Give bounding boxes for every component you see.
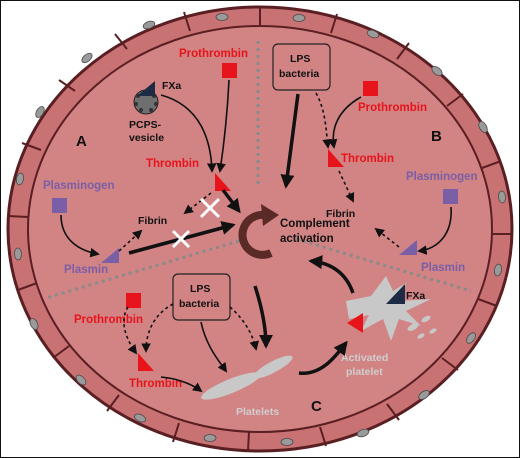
- panel-c-lps-line1: LPS: [190, 283, 210, 295]
- panel-c-activated-line1: Activated: [341, 352, 388, 364]
- panel-a-fxa-icon: [137, 81, 155, 96]
- panel-a-plasminogen-icon: [52, 198, 67, 213]
- panel-a-fxa-label: FXa: [162, 80, 181, 92]
- panel-a-vesicle-line1: PCPS-: [129, 119, 162, 131]
- panel-c-thrombin-icon: [138, 353, 154, 371]
- panel-c-lps-line2: bacteria: [179, 298, 219, 310]
- panel-b-lps-box: LPS bacteria: [272, 43, 331, 91]
- panel-c-prothrombin-label: Prothrombin: [74, 314, 143, 326]
- endothelial-cell-borders: [7, 7, 512, 452]
- panel-b-thrombin-label: Thrombin: [341, 153, 394, 165]
- panel-a-vesicle-icon: [133, 81, 159, 115]
- panel-b-fibrin-label: Fibrin: [326, 208, 355, 220]
- panel-b-letter: B: [431, 128, 442, 145]
- center-line1: Complement: [280, 218, 350, 230]
- panel-c-activated-line2: platelet: [346, 366, 383, 378]
- panel-b-plasmin-label: Plasmin: [421, 262, 465, 274]
- panel-c-prothrombin-icon: [126, 293, 141, 308]
- panel-dividers: [45, 41, 472, 300]
- panel-b-plasminogen-icon: [443, 189, 458, 204]
- panel-b-plasminogen-label: Plasminogen: [406, 171, 478, 183]
- panel-a-letter: A: [76, 133, 87, 150]
- panel-a-plasmin-icon: [101, 248, 119, 263]
- panel-b-prothrombin-icon: [363, 81, 378, 96]
- panel-a-prothrombin-icon: [222, 63, 237, 78]
- white-x-icon: [171, 197, 221, 249]
- panel-c-platelets-icon: [201, 355, 293, 400]
- panel-b-lps-line2: bacteria: [279, 68, 319, 80]
- panel-c-arrows: [123, 303, 259, 393]
- panel-b-prothrombin-label: Prothrombin: [358, 102, 427, 114]
- circular-arrow-icon: [238, 204, 279, 259]
- panel-a-plasminogen-label: Plasminogen: [43, 180, 115, 192]
- panel-b-arrows: [315, 92, 452, 255]
- panel-a-fibrin-label: Fibrin: [138, 215, 167, 227]
- panel-a-prothrombin-label: Prothrombin: [179, 48, 248, 60]
- panel-c-lps-box: LPS bacteria: [172, 273, 231, 321]
- panel-c-fxa-label: FXa: [406, 290, 425, 302]
- panel-c-activated-platelet-icon: [346, 276, 437, 341]
- panel-a-thrombin-label: Thrombin: [146, 158, 199, 170]
- panel-a-plasmin-label: Plasmin: [64, 264, 108, 276]
- panel-b-thick-arrow: [280, 93, 300, 189]
- panel-c-thrombin-on-platelet-icon: [347, 313, 363, 333]
- panel-a-arrows: [60, 79, 230, 258]
- panel-a-thrombin-icon: [215, 173, 231, 191]
- panel-b-thrombin-icon: [328, 149, 344, 167]
- panel-c-thrombin-label: Thrombin: [129, 378, 182, 390]
- panel-c-thick-arrows: [253, 255, 355, 375]
- panel-c-platelets-label: Platelets: [236, 406, 279, 418]
- panel-c-fxa-icon: [386, 284, 405, 304]
- panel-a-vesicle-line2: vesicle: [129, 132, 164, 144]
- panel-c-letter: C: [311, 398, 322, 415]
- endothelial-nuclei: [14, 13, 506, 446]
- center-line2: activation: [280, 233, 334, 245]
- panel-b-lps-line1: LPS: [290, 53, 310, 65]
- panel-b-plasmin-icon: [399, 240, 417, 255]
